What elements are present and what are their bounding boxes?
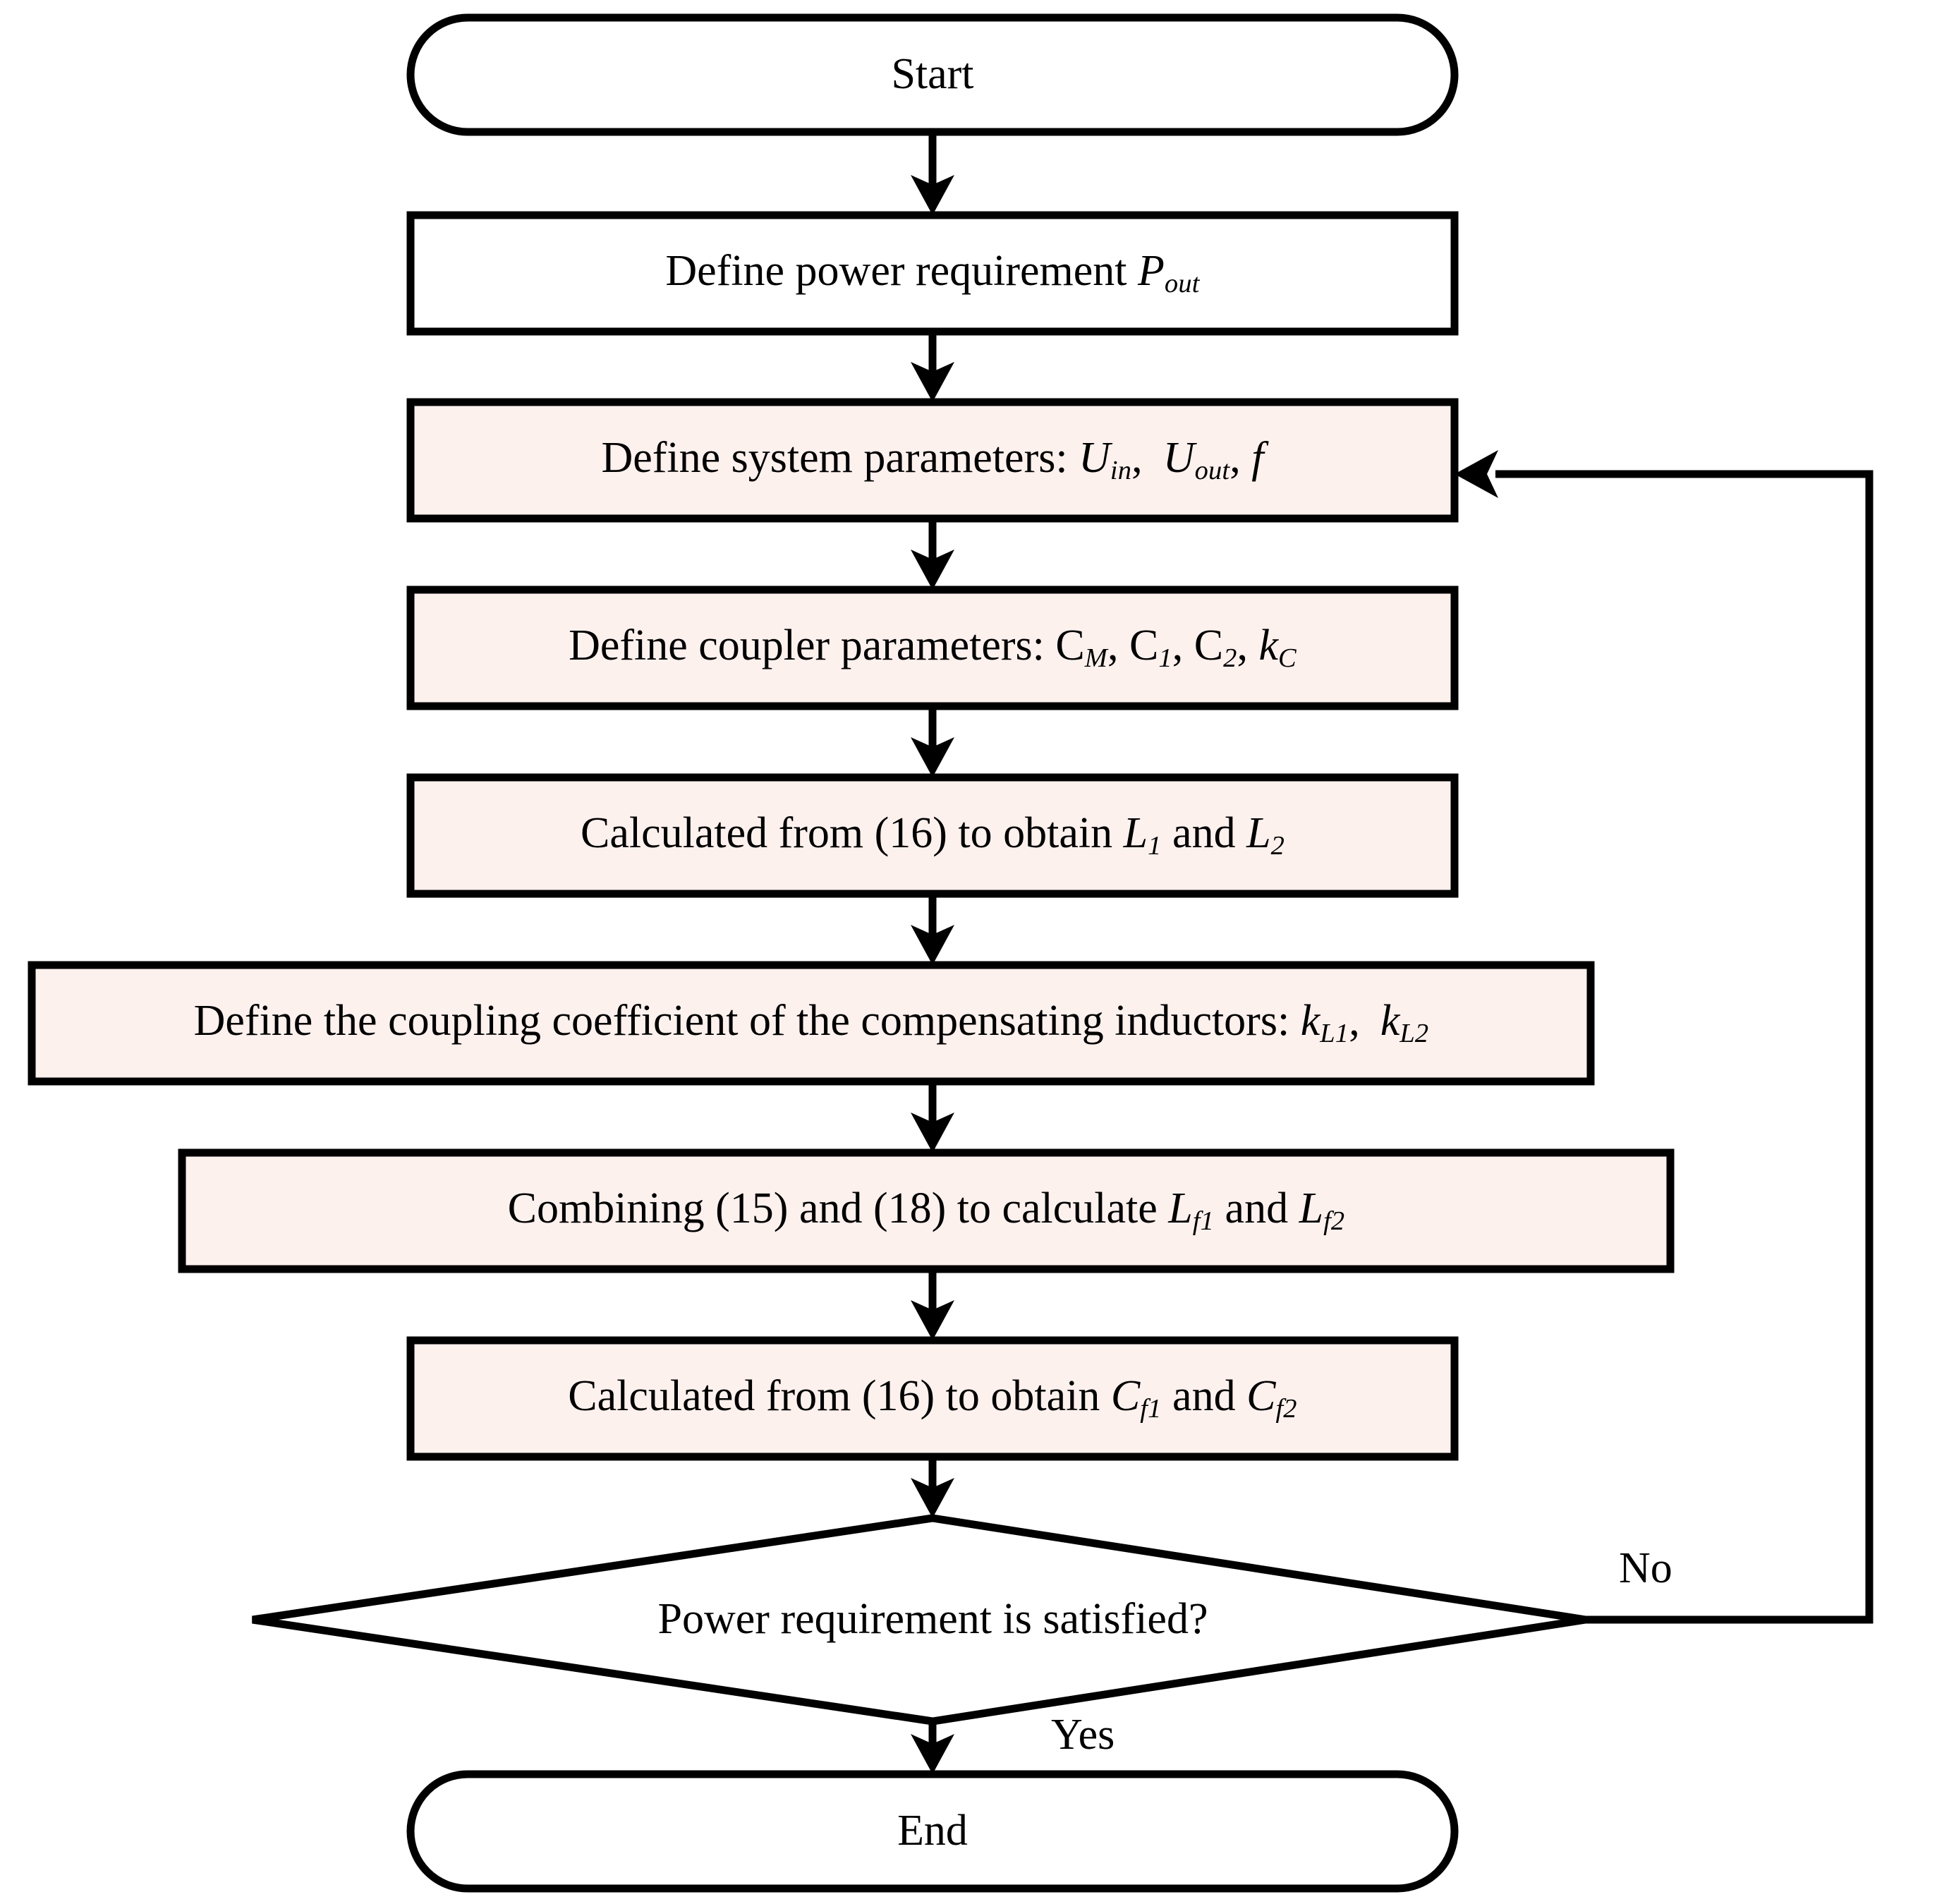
node-shape-calc-c[interactable]: [406, 1336, 1459, 1461]
node-shape-decision[interactable]: [252, 1514, 1586, 1726]
edge-decision-to-define-system-no: [1455, 450, 1874, 1624]
edge-define-system-to-define-coupler: [911, 519, 954, 590]
node-shape-define-power[interactable]: [406, 211, 1459, 336]
edge-calc-l-to-define-coupling: [911, 894, 954, 965]
node-shape-define-system[interactable]: [406, 398, 1459, 523]
edge-label-no: No: [1619, 1544, 1672, 1592]
node-shape-combining[interactable]: [178, 1148, 1675, 1273]
node-shape-calc-l[interactable]: [406, 773, 1459, 898]
node-shape-start[interactable]: [406, 13, 1459, 136]
edge-define-coupling-to-combining: [911, 1081, 954, 1153]
edge-start-to-define-power: [911, 132, 954, 215]
edge-decision-to-end-yes: [911, 1721, 954, 1774]
node-shape-define-coupling[interactable]: [28, 961, 1595, 1086]
edge-calc-c-to-decision: [911, 1457, 954, 1518]
node-shape-define-coupler[interactable]: [406, 586, 1459, 710]
node-shape-end[interactable]: [406, 1770, 1459, 1893]
edge-combining-to-calc-c: [911, 1269, 954, 1340]
edge-define-coupler-to-calc-l: [911, 706, 954, 777]
edge-label-yes: Yes: [1051, 1711, 1115, 1759]
edge-define-power-to-define-system: [911, 332, 954, 402]
